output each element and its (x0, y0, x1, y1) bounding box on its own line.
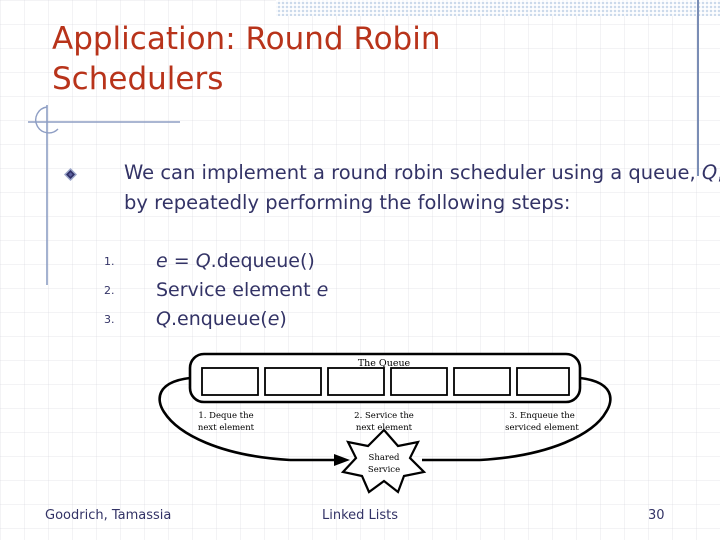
bullet-text-part1: We can implement a round robin scheduler… (124, 161, 702, 184)
step-number: 2. (104, 284, 115, 297)
annotation-3-line1: 3. Enqueue the (509, 411, 575, 421)
bullet-text-part2: , by repeatedly performing the following… (124, 161, 720, 214)
step-item: 2. Service element e (104, 277, 524, 306)
step-text: e = Q.dequeue() (156, 248, 315, 275)
steps-list: 1. e = Q.dequeue() 2. Service element e … (104, 248, 524, 335)
annotation-1-line2: next element (198, 423, 255, 433)
bullet-var-q: Q (701, 161, 718, 184)
annotation-1-line1: 1. Deque the (198, 411, 253, 421)
diamond-bullet-icon (64, 168, 77, 181)
step-var-a: e (156, 250, 168, 272)
step-item: 1. e = Q.dequeue() (104, 248, 524, 277)
step-text: Q.enqueue(e) (156, 306, 287, 333)
annotation-2-line2: next element (356, 423, 413, 433)
step-item: 3. Q.enqueue(e) (104, 306, 524, 335)
header-accent-band-grid (276, 0, 720, 16)
step-var-b: e (267, 308, 280, 330)
step-text: Service element e (156, 277, 328, 304)
step-post: ) (279, 308, 287, 330)
footer-topic: Linked Lists (322, 508, 399, 523)
right-vertical-rule (697, 0, 699, 176)
service-inbound-arrowhead (334, 454, 350, 466)
footer-authors: Goodrich, Tamassia (45, 508, 172, 523)
step-mid: = (167, 250, 196, 272)
queue-cell (327, 367, 385, 396)
round-robin-diagram: The Queue 1. Deque the next element 2. S… (158, 352, 612, 494)
step-number: 1. (104, 255, 115, 268)
step-var-b: Q (195, 250, 211, 272)
step-var-a: e (316, 279, 329, 301)
step-number: 3. (104, 313, 115, 326)
queue-cell (390, 367, 448, 396)
step-mid: .enqueue( (170, 308, 268, 330)
shared-service-line1: Shared (369, 453, 400, 463)
queue-label: The Queue (358, 358, 411, 369)
shared-service-line2: Service (368, 465, 400, 475)
queue-cell (516, 367, 570, 396)
annotation-3-line2: serviced element (505, 423, 579, 433)
step-var-a: Q (156, 308, 171, 330)
step-pre: Service element (156, 279, 317, 301)
footer-page-number: 30 (648, 508, 665, 523)
queue-cell (201, 367, 259, 396)
page-title: Application: Round Robin Schedulers (52, 21, 441, 97)
annotation-2-line1: 2. Service the (354, 411, 414, 421)
deco-circle-arc (35, 106, 59, 134)
dequeue-flow-curve (158, 376, 291, 462)
step-post: .dequeue() (210, 250, 315, 272)
bullet-text: We can implement a round robin scheduler… (124, 158, 720, 218)
queue-cell (264, 367, 322, 396)
shared-service-star (340, 428, 427, 494)
enqueue-flow-curve (479, 376, 612, 462)
queue-cell (453, 367, 511, 396)
